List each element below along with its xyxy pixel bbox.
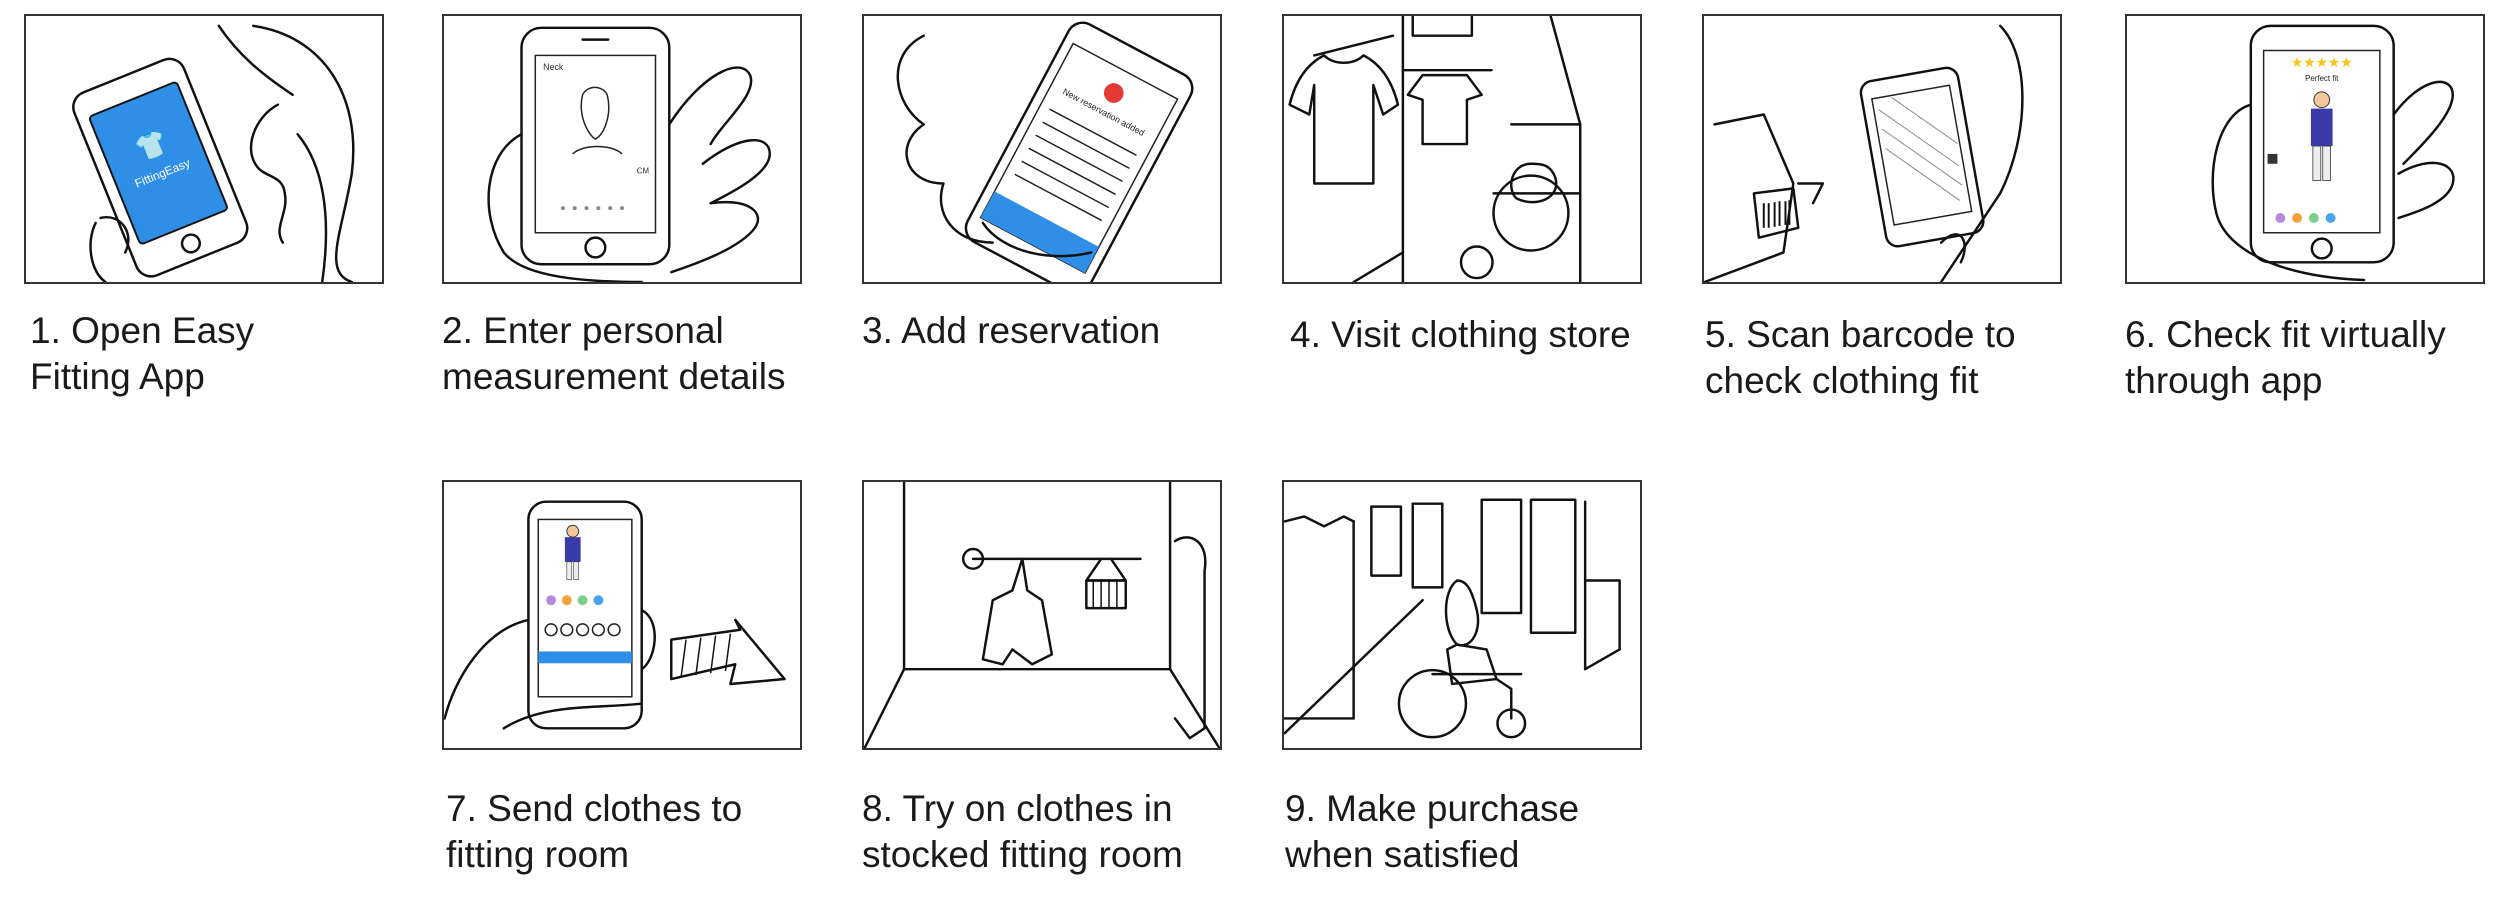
step-8-caption: 8. Try on clothes in stocked fitting roo… [862,788,1183,875]
step-5-caption: 5. Scan barcode to check clothing fit [1705,314,2016,401]
step-3-caption: 3. Add reservation [862,310,1161,351]
step-7-caption: 7. Send clothes to fitting room [446,788,743,875]
fitting-room-illustration [864,482,1220,748]
fit-result-text: Perfect fit [2305,74,2339,83]
step-2-caption: 2. Enter personal measurement details [442,310,786,397]
send-to-fitting-room-illustration [444,500,786,730]
measurement-label: Neck [543,62,564,72]
virtual-fit-illustration: ★★★★★ Perfect fit [2211,24,2455,282]
storyboard-panel-4 [1282,14,1642,284]
storyboard-panel-1: 👕 FittingEasy [24,14,384,284]
measurement-unit: CM [637,167,649,176]
step-1-caption: 1. Open Easy Fitting App [30,310,255,397]
step-6-caption: 6. Check fit virtually through app [2125,314,2446,401]
scan-barcode-illustration [1704,24,2024,282]
purchase-illustration [1284,498,1621,739]
step-4-caption: 4. Visit clothing store [1290,314,1631,355]
reservation-illustration: New reservation added [896,21,1194,282]
storyboard-panel-8 [862,480,1222,750]
open-app-illustration: 👕 FittingEasy [72,24,355,282]
reservation-title: New reservation added [1061,86,1146,138]
clothing-store-illustration [1288,16,1582,282]
step-9-caption: 9. Make purchase when satisfied [1285,788,1580,875]
storyboard-panel-9 [1282,480,1642,750]
storyboard-panel-2: Neck CM [442,14,802,284]
storyboard-panel-3: New reservation added [862,14,1222,284]
storyboard-panel-5 [1702,14,2062,284]
storyboard-panel-6: ★★★★★ Perfect fit [2125,14,2485,284]
storyboard-panel-7 [442,480,802,750]
rating-stars: ★★★★★ [2291,55,2353,70]
measurement-illustration: Neck CM [487,26,772,282]
